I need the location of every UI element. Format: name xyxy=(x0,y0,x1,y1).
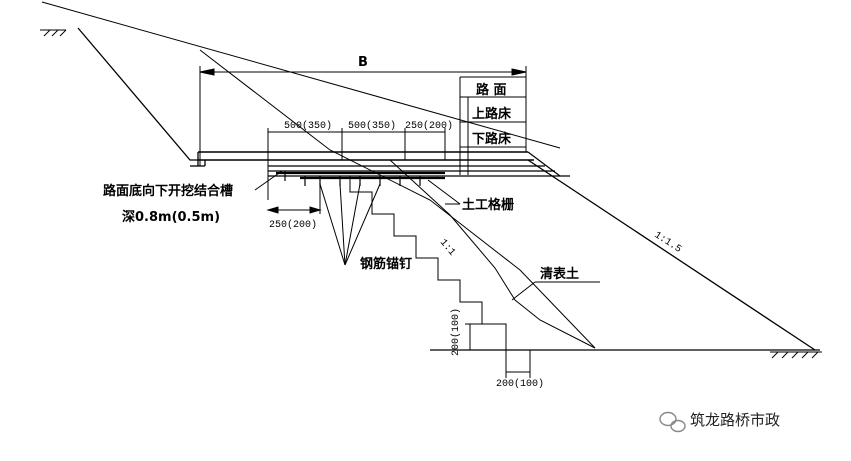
dimension-lower-offset: 250(200) xyxy=(269,219,317,231)
terrain-lines xyxy=(41,1,820,351)
layer-lower: 下路床 xyxy=(472,131,512,147)
right-slope xyxy=(527,159,816,351)
watermark-text: 筑龙路桥市政 xyxy=(690,411,780,429)
dimension-step-height: 200(100) xyxy=(450,308,462,356)
dimension-seg2: 500(350) xyxy=(348,120,396,132)
label-slope-steps: 1:1 xyxy=(437,238,457,259)
label-geogrid: 土工格栅 xyxy=(462,197,514,213)
original-ground-diag xyxy=(199,49,596,349)
dimension-width-label: B xyxy=(358,55,368,70)
layer-title: 路 面 xyxy=(476,82,507,98)
layer-upper: 上路床 xyxy=(472,106,512,122)
ground-hatch-marks xyxy=(40,29,822,359)
dimension-step-width: 200(100) xyxy=(496,378,544,390)
label-trench-depth: 深0.8m(0.5m) xyxy=(122,209,220,225)
wechat-icon xyxy=(659,411,686,433)
dimension-seg3: 250(200) xyxy=(405,120,453,132)
pavement-layers xyxy=(190,151,570,180)
existing-ground-left xyxy=(77,27,198,161)
leader-lines xyxy=(254,170,600,301)
clear-soil-line xyxy=(389,159,596,349)
label-clear-soil: 清表土 xyxy=(540,266,579,282)
dimension-lines xyxy=(199,66,531,378)
watermark: 筑龙路桥市政 xyxy=(659,411,780,433)
label-trench: 路面底向下开挖结合槽 xyxy=(103,183,233,199)
label-anchor: 钢筋锚钉 xyxy=(360,256,412,272)
existing-ground-line xyxy=(41,1,561,149)
dimension-seg1: 500(350) xyxy=(284,120,332,132)
